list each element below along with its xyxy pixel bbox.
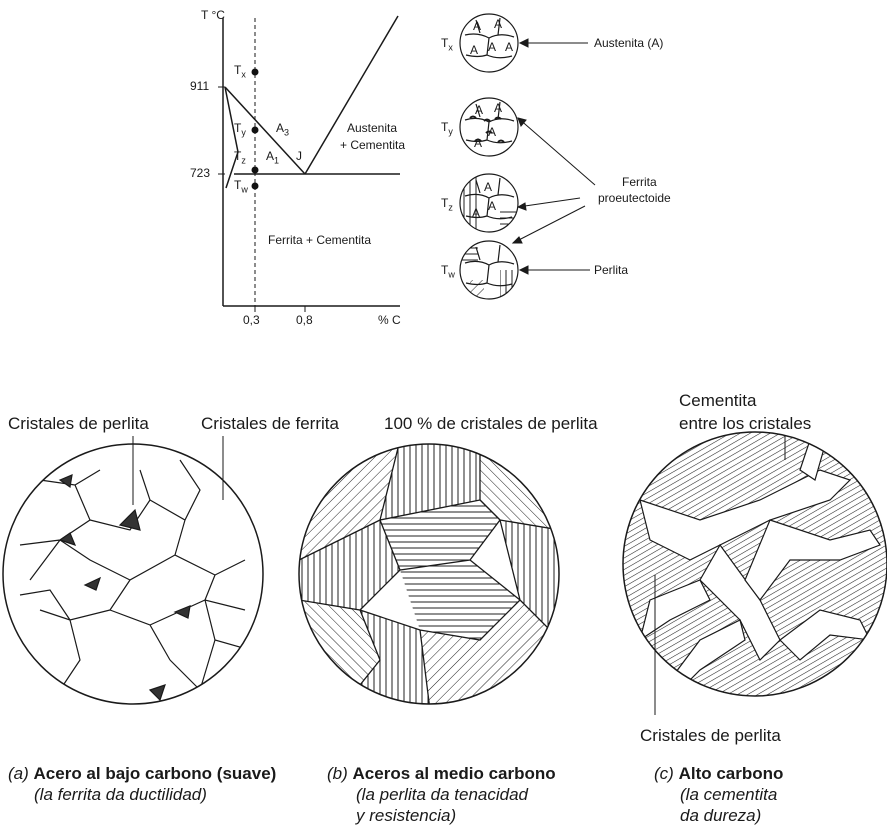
caption-b-note1: (la perlita da tenacidad bbox=[356, 785, 529, 804]
tick-08: 0,8 bbox=[296, 313, 313, 327]
label-100-perlita: 100 % de cristales de perlita bbox=[384, 414, 598, 433]
region-a3: A3 bbox=[276, 121, 290, 138]
label-tz: Tz bbox=[234, 149, 246, 166]
grain-a: A bbox=[472, 206, 481, 220]
point-tw bbox=[251, 182, 259, 190]
point-tz bbox=[251, 166, 259, 174]
caption-c: (c) Alto carbono bbox=[654, 764, 784, 783]
micro-tx-label: Tx bbox=[441, 36, 453, 53]
microstructure-tx bbox=[459, 13, 519, 73]
y-axis-label: T °C bbox=[201, 8, 225, 22]
region-ferrita-cementita: Ferrita + Cementita bbox=[268, 233, 372, 247]
caption-c-note2: da dureza) bbox=[680, 806, 762, 825]
point-ty bbox=[251, 126, 259, 134]
caption-a-note: (la ferrita da ductilidad) bbox=[34, 785, 207, 804]
phase-diagram bbox=[218, 15, 400, 312]
label-austenita: Austenita (A) bbox=[594, 36, 664, 50]
label-perlita: Perlita bbox=[594, 263, 629, 277]
label-proeutectoide: proeutectoide bbox=[598, 191, 671, 205]
label-entre-cristales: entre los cristales bbox=[679, 414, 812, 433]
temperature-points bbox=[251, 68, 259, 190]
grain-a: A bbox=[488, 125, 497, 139]
microstructure-ty bbox=[459, 97, 519, 157]
caption-b-note2: y resistencia) bbox=[356, 806, 457, 825]
label-cristales-ferrita: Cristales de ferrita bbox=[201, 414, 339, 433]
label-ferrita: Ferrita bbox=[622, 175, 657, 189]
tick-911: 911 bbox=[190, 79, 210, 93]
grain-a: A bbox=[474, 136, 483, 150]
leader-lines bbox=[511, 38, 596, 275]
label-cristales-perlita-a: Cristales de perlita bbox=[8, 414, 149, 433]
label-cementita: Cementita bbox=[679, 391, 757, 410]
micro-tw-label: Tw bbox=[441, 263, 455, 280]
point-tx bbox=[251, 68, 259, 76]
caption-a: (a) Acero al bajo carbono (suave) bbox=[8, 764, 277, 783]
region-austenita: Austenita bbox=[347, 121, 398, 135]
grain-a: A bbox=[488, 199, 497, 213]
tick-723: 723 bbox=[190, 166, 211, 180]
a3-line bbox=[224, 86, 306, 175]
micrograph-b bbox=[298, 443, 560, 705]
region-a1: A1 bbox=[266, 149, 280, 166]
grain-a: A bbox=[475, 103, 484, 117]
caption-c-note1: (la cementita bbox=[680, 785, 778, 804]
label-tx: Tx bbox=[234, 63, 246, 80]
point-j-label: J bbox=[296, 149, 302, 163]
microstructure-tz bbox=[459, 173, 519, 233]
region-cementita: + Cementita bbox=[340, 138, 406, 152]
grain-a: A bbox=[484, 180, 493, 194]
grain-a: A bbox=[488, 40, 497, 54]
micrograph-a bbox=[2, 436, 264, 705]
label-ty: Ty bbox=[234, 121, 246, 138]
caption-b: (b) Aceros al medio carbono bbox=[327, 764, 556, 783]
tick-03: 0,3 bbox=[243, 313, 260, 327]
grain-a: A bbox=[505, 40, 514, 54]
micro-tz-label: Tz bbox=[441, 196, 453, 213]
label-cristales-perlita-c: Cristales de perlita bbox=[640, 726, 781, 745]
grain-a: A bbox=[473, 19, 482, 33]
ferrite-solvus bbox=[224, 86, 239, 189]
microstructure-tw bbox=[459, 240, 519, 300]
micrograph-c bbox=[622, 431, 887, 715]
grain-a: A bbox=[494, 101, 503, 115]
label-tw: Tw bbox=[234, 178, 248, 195]
grain-a: A bbox=[494, 17, 503, 31]
acm-line bbox=[304, 15, 399, 175]
micro-ty-label: Ty bbox=[441, 120, 453, 137]
grain-a: A bbox=[470, 43, 479, 57]
x-axis-label: % C bbox=[378, 313, 401, 327]
